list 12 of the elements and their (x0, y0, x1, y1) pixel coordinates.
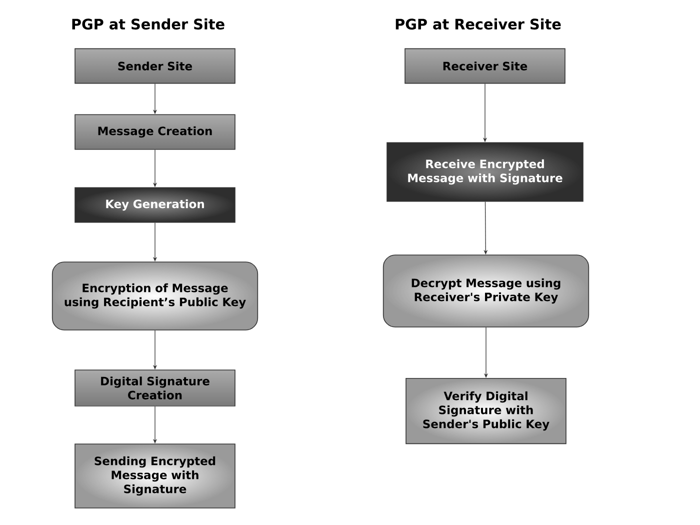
process-box: Sender Site (74, 48, 236, 84)
process-box: Receiver Site (404, 48, 566, 84)
column-heading: PGP at Receiver Site (396, 18, 561, 30)
process-box: Message Creation (74, 114, 236, 150)
process-box: Digital Signature Creation (74, 370, 236, 406)
column-heading: PGP at Sender Site (72, 18, 224, 30)
rounded-process-box: Decrypt Message using Receiver's Private Key (382, 254, 590, 328)
process-box: Verify Digital Signature with Sender's Public Key (406, 378, 566, 444)
process-box: Sending Encrypted Message with Signature (74, 444, 236, 508)
rounded-process-box: Encryption of Message using Recipient’s Public Key (52, 262, 258, 330)
process-box: Key Generation (74, 187, 236, 223)
process-box: Receive Encrypted Message with Signature (386, 142, 584, 202)
